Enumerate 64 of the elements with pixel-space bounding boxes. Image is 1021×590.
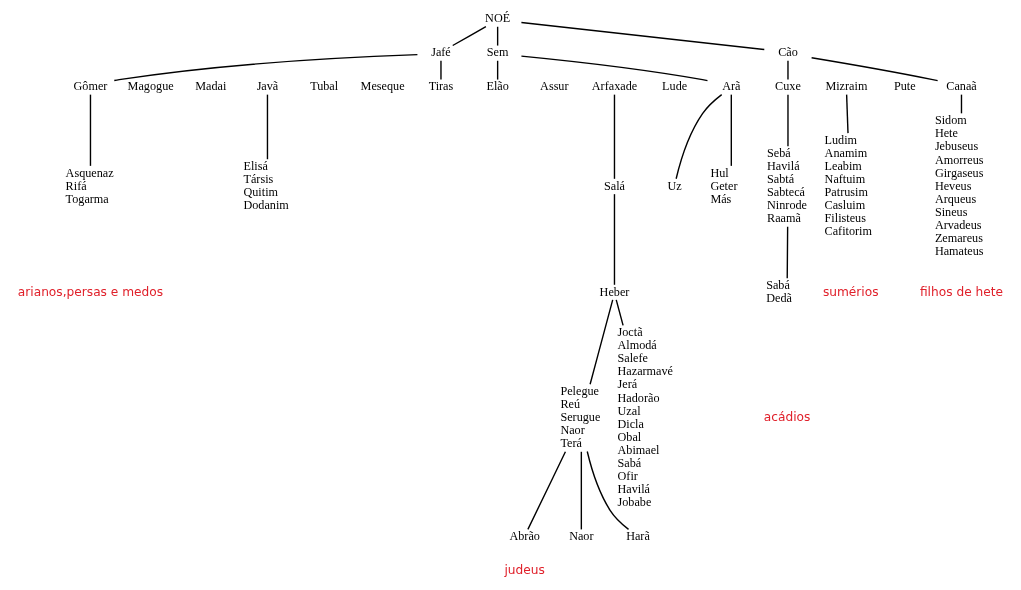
node-text: Canaã bbox=[946, 79, 977, 94]
node-text: Joctã Almodá Salefe Hazarmavé Jerá Hadorão Uzal Dicla Obal Abimael Sabá Ofir Havilá Jobabe bbox=[617, 325, 674, 510]
node-text: Magogue bbox=[127, 79, 174, 94]
connector bbox=[266, 93, 269, 160]
connector bbox=[452, 25, 487, 47]
node-text: Cão bbox=[778, 45, 798, 60]
node-text: Asquenaz Rifá Togarma bbox=[65, 165, 114, 206]
node-text: Arfaxade bbox=[591, 79, 638, 94]
node-text: Cuxe bbox=[775, 79, 801, 94]
connector bbox=[810, 57, 939, 82]
connector bbox=[527, 451, 567, 531]
connector bbox=[787, 60, 789, 81]
connector bbox=[960, 93, 963, 115]
connector bbox=[845, 93, 849, 134]
node-text: Elão bbox=[486, 79, 509, 94]
node-text: Meseque bbox=[360, 79, 405, 94]
node-text: Uz bbox=[667, 178, 682, 193]
connector bbox=[615, 299, 624, 327]
connector bbox=[496, 26, 499, 47]
connector bbox=[580, 451, 583, 531]
node-text: Tubal bbox=[310, 79, 339, 94]
node-text: Assur bbox=[540, 79, 569, 94]
node-text: Harã bbox=[626, 529, 650, 544]
node-text: Sidom Hete Jebuseus Amorreus Girgaseus Heveus Arqueus Sineus Arvadeus Zemareus Hamateus bbox=[934, 113, 984, 259]
connector bbox=[589, 299, 614, 385]
label: arianos,persas e medos bbox=[17, 284, 164, 299]
node-text: Madai bbox=[195, 79, 227, 94]
node-text: Abrão bbox=[509, 529, 540, 544]
node-text: Tiras bbox=[428, 79, 454, 94]
label: sumérios bbox=[822, 284, 879, 299]
node-text: Elisá Társis Quitim Dodanim bbox=[243, 159, 289, 213]
connector bbox=[613, 93, 616, 180]
node-text: Sem bbox=[486, 45, 509, 60]
node-text: Heber bbox=[599, 284, 630, 299]
node-text: Arã bbox=[722, 79, 741, 94]
node-text: Naor bbox=[569, 529, 594, 544]
node-text: Hul Geter Más bbox=[710, 165, 738, 206]
node-text: Gômer bbox=[73, 79, 108, 94]
node-text: Lude bbox=[662, 79, 688, 94]
label: filhos de hete bbox=[919, 284, 1004, 299]
node-text: Jafé bbox=[431, 45, 451, 60]
label: acádios bbox=[763, 410, 811, 425]
node-text: Javã bbox=[256, 79, 279, 94]
label: judeus bbox=[504, 563, 545, 578]
node-text: Sabá Dedã bbox=[766, 278, 792, 306]
connector bbox=[520, 55, 709, 82]
connector bbox=[786, 226, 789, 279]
node-text: Salá bbox=[603, 178, 625, 193]
node-text: NOÉ bbox=[485, 11, 511, 26]
connector bbox=[613, 193, 616, 286]
connector bbox=[496, 60, 499, 81]
node-text: Ludim Anamim Leabim Naftuim Patrusim Casluim Filisteus Cafitorim bbox=[824, 132, 872, 239]
connector bbox=[89, 93, 92, 167]
node-text: Mizraim bbox=[825, 79, 868, 94]
connector bbox=[520, 21, 765, 51]
connector bbox=[440, 60, 442, 81]
connector bbox=[113, 53, 419, 82]
node-text: Pute bbox=[893, 79, 916, 94]
connector bbox=[787, 93, 789, 147]
connector bbox=[730, 93, 732, 167]
node-text: Pelegue Reú Serugue Naor Terá bbox=[560, 384, 601, 451]
connector bbox=[586, 450, 630, 531]
connector bbox=[675, 93, 723, 180]
node-text: Sebá Havilá Sabtá Sabtecá Ninrode Raamã bbox=[767, 145, 807, 226]
